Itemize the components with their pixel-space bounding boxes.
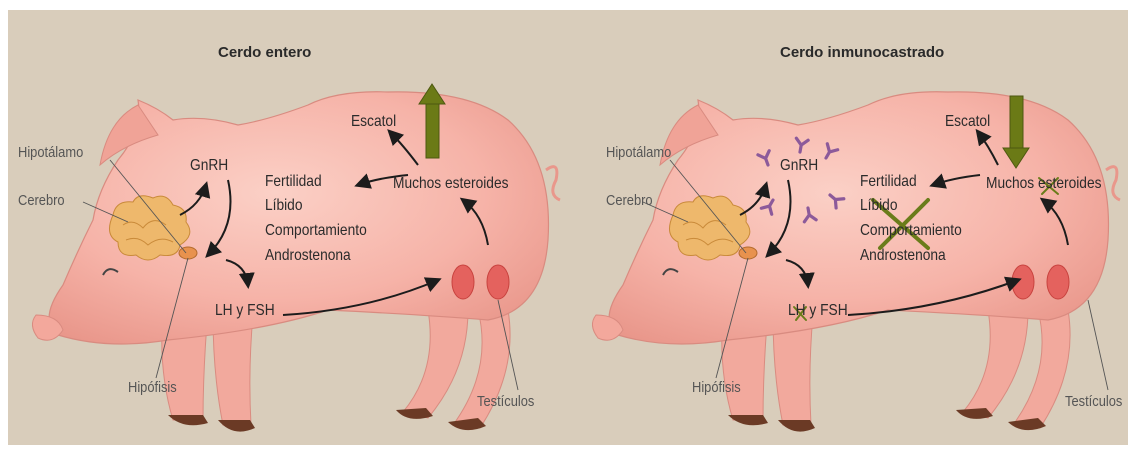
panel-title: Cerdo inmunocastrado	[780, 44, 944, 61]
label-hipofisis: Hipófisis	[692, 380, 741, 395]
pig-hooves	[168, 408, 486, 432]
label-hipotalamo: Hipotálamo	[606, 145, 671, 160]
panel-cerdo-entero: Cerdo entero Escatol Hipotálamo GnRH Muc…	[8, 10, 568, 445]
label-androstenona: Androstenona	[265, 248, 351, 264]
label-fertilidad: Fertilidad	[265, 174, 322, 190]
pituitary-gland	[739, 247, 757, 259]
label-lh-fsh: LH y FSH	[788, 303, 848, 319]
pig-illustration-inmunocastrado	[568, 10, 1128, 445]
panel-title: Cerdo entero	[218, 44, 311, 61]
label-libido: Líbido	[265, 198, 302, 214]
panel-cerdo-inmunocastrado: Cerdo inmunocastrado Escatol Hipotálamo …	[568, 10, 1128, 445]
label-cerebro: Cerebro	[18, 193, 65, 208]
label-testiculos: Testículos	[477, 394, 534, 409]
label-comportamiento: Comportamiento	[265, 223, 367, 239]
pig-tail	[546, 167, 560, 200]
label-cerebro: Cerebro	[606, 193, 653, 208]
testicle-right	[487, 265, 509, 299]
label-hipotalamo: Hipotálamo	[18, 145, 83, 160]
label-escatol: Escatol	[945, 114, 990, 130]
label-libido: Líbido	[860, 198, 897, 214]
label-testiculos: Testículos	[1065, 394, 1122, 409]
diagram-frame: Cerdo entero Escatol Hipotálamo GnRH Muc…	[8, 10, 1128, 445]
label-muchos-esteroides: Muchos esteroides	[986, 176, 1101, 192]
label-comportamiento: Comportamiento	[860, 223, 962, 239]
label-gnrh: GnRH	[780, 158, 818, 174]
label-escatol: Escatol	[351, 114, 396, 130]
label-lh-fsh: LH y FSH	[215, 303, 275, 319]
label-fertilidad: Fertilidad	[860, 174, 917, 190]
label-hipofisis: Hipófisis	[128, 380, 177, 395]
testicle-left	[452, 265, 474, 299]
testicle-right	[1047, 265, 1069, 299]
label-gnrh: GnRH	[190, 158, 228, 174]
label-muchos-esteroides: Muchos esteroides	[393, 176, 508, 192]
pituitary-gland	[179, 247, 197, 259]
label-androstenona: Androstenona	[860, 248, 946, 264]
